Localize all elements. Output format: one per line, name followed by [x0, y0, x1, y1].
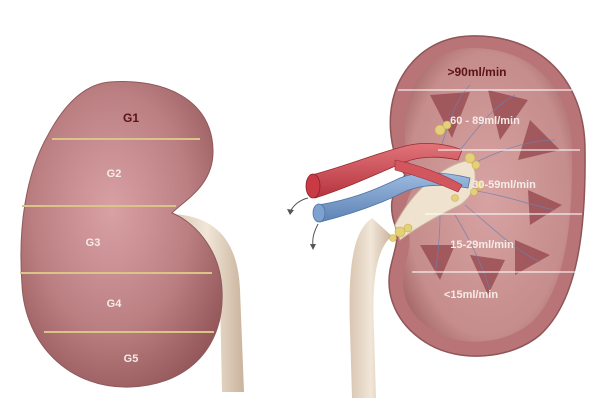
stage-label-g2: G2: [107, 168, 122, 180]
range-label-1: >90ml/min: [447, 65, 506, 79]
range-label-4: 15-29ml/min: [450, 239, 514, 251]
artery-cut-end: [305, 173, 321, 199]
arrowhead-1: [287, 209, 294, 215]
sinus-fat: [389, 120, 485, 242]
range-label-5: <15ml/min: [444, 289, 498, 301]
stage-label-g4: G4: [107, 298, 123, 310]
flow-arrows: [289, 197, 319, 247]
right-ureter: [349, 218, 392, 398]
vein-cut-end: [312, 203, 326, 223]
range-label-2: 60 - 89ml/min: [450, 115, 520, 127]
renal-vessels: [434, 84, 556, 291]
renal-vein: [317, 172, 471, 223]
renal-artery: [311, 142, 463, 199]
left-ureter: [170, 214, 244, 392]
right-kidney: >90ml/min 60 - 89ml/min 30-59ml/min 15-2…: [287, 35, 586, 398]
stage-label-g1: G1: [123, 111, 139, 125]
left-kidney-body: [20, 81, 223, 388]
left-kidney: G1 G2 G3 G4 G5: [20, 81, 244, 392]
stage-label-g3: G3: [86, 237, 101, 249]
arrowhead-2: [310, 244, 316, 250]
artery-branch: [394, 159, 463, 193]
stage-label-g5: G5: [124, 353, 139, 365]
range-label-3: 30-59ml/min: [472, 179, 536, 191]
